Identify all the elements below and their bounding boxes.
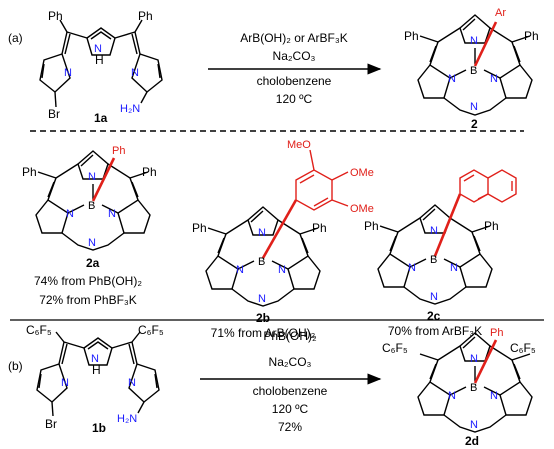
nh2-label-1a: H₂N bbox=[120, 103, 140, 115]
n-atom-2d-right: N bbox=[490, 390, 498, 402]
yield-2b: 71% from ArB(OH)₂ bbox=[211, 326, 316, 340]
ar-label-2: Ar bbox=[495, 7, 506, 19]
compound-1b-structure bbox=[36, 331, 160, 417]
reagent-b-2: Na₂CO₃ bbox=[269, 355, 312, 369]
reagent-a-4: 120 ºC bbox=[276, 92, 313, 106]
b-atom-2c: B bbox=[430, 254, 437, 266]
c6f5-label-1b-right: C₆F₅ bbox=[138, 323, 164, 337]
h-label-1b: H bbox=[92, 363, 101, 377]
compound-2-structure bbox=[417, 14, 533, 116]
b-atom-2d: B bbox=[470, 382, 477, 394]
n-atom-2b-top: N bbox=[258, 227, 266, 239]
n-atom-2-left: N bbox=[448, 73, 456, 85]
reagent-b-4: 120 ºC bbox=[272, 402, 309, 416]
n-atom-2c-bottom: N bbox=[430, 291, 438, 303]
n-atom-2c-left: N bbox=[408, 262, 416, 274]
phenyl-bond-2a bbox=[91, 157, 116, 202]
compound-1a-label: 1a bbox=[94, 111, 108, 125]
ph-label-2-left: Ph bbox=[404, 29, 419, 43]
ph-label-2c-left: Ph bbox=[364, 219, 379, 233]
reagent-a-3: cholobenzene bbox=[257, 74, 332, 88]
b-atom-2a: B bbox=[88, 200, 95, 212]
b-atom-2b: B bbox=[258, 256, 265, 268]
ph-label-1a-left: Ph bbox=[48, 9, 63, 23]
n-atom-2d-top: N bbox=[470, 353, 478, 365]
n-atom-2a-top: N bbox=[88, 171, 96, 183]
ph-label-2c-right: Ph bbox=[484, 219, 499, 233]
yield-2a-2: 72% from PhBF₃K bbox=[39, 293, 137, 307]
ph-label-2b-right: Ph bbox=[312, 221, 327, 235]
compound-1a-structure bbox=[39, 19, 163, 108]
compound-2a-label: 2a bbox=[86, 256, 100, 270]
reagent-b-3: cholobenzene bbox=[253, 384, 328, 398]
b-atom-2: B bbox=[470, 65, 477, 77]
ph-label-2d-boron: Ph bbox=[490, 327, 503, 339]
ph-label-2a-left: Ph bbox=[22, 165, 37, 179]
phenyl-bond-2d bbox=[473, 339, 498, 384]
naphthyl-ring-2c bbox=[459, 169, 517, 203]
c6f5-label-2d-left: C₆F₅ bbox=[382, 341, 408, 355]
n-atom-2a-bottom: N bbox=[88, 237, 96, 249]
n-atom-2b-left: N bbox=[236, 264, 244, 276]
naphthyl-bond-2c bbox=[433, 193, 462, 257]
dimethoxyphenyl-ring-2b bbox=[295, 149, 349, 211]
reagent-b-5: 72% bbox=[278, 420, 302, 434]
n-atom-1a-right: N bbox=[131, 67, 139, 79]
c6f5-label-2d-right: C₆F₅ bbox=[510, 341, 536, 355]
ph-label-1a-right: Ph bbox=[138, 9, 153, 23]
reagent-a-2: Na₂CO₃ bbox=[273, 49, 316, 63]
reagent-b-1: PhB(OH)₂ bbox=[263, 329, 317, 343]
yield-2c: 70% from ArBF₃K bbox=[388, 324, 482, 338]
n-atom-1b-center: N bbox=[91, 353, 99, 365]
compound-2b-structure bbox=[205, 206, 321, 307]
aryl-bond-2 bbox=[473, 21, 498, 67]
n-atom-1b-left: N bbox=[61, 377, 69, 389]
compound-1b-label: 1b bbox=[92, 421, 106, 435]
ph-label-2b-left: Ph bbox=[192, 221, 207, 235]
n-atom-2-bottom: N bbox=[470, 101, 478, 113]
yield-2a-1: 74% from PhB(OH)₂ bbox=[34, 274, 142, 288]
n-atom-2b-bottom: N bbox=[258, 293, 266, 305]
section-b-label: (b) bbox=[8, 359, 23, 373]
ph-label-2-right: Ph bbox=[524, 29, 539, 43]
compound-2b-label: 2b bbox=[256, 311, 270, 325]
compound-2c-label: 2c bbox=[427, 309, 441, 323]
ph-label-2a-right: Ph bbox=[142, 165, 157, 179]
nh2-label-1b: H₂N bbox=[117, 413, 137, 425]
compound-2d-label: 2d bbox=[465, 434, 479, 448]
br-label-1b: Br bbox=[45, 417, 57, 431]
n-atom-2d-bottom: N bbox=[470, 419, 478, 431]
n-atom-1b-right: N bbox=[128, 377, 136, 389]
ome-label-2b-1: OMe bbox=[350, 167, 374, 179]
meo-label-2b: MeO bbox=[287, 139, 311, 151]
n-atom-2a-left: N bbox=[66, 208, 74, 220]
h-label-1a: H bbox=[95, 53, 104, 67]
ph-label-2a-boron: Ph bbox=[112, 145, 125, 157]
n-atom-2c-right: N bbox=[450, 262, 458, 274]
n-atom-2d-left: N bbox=[448, 390, 456, 402]
n-atom-2c-top: N bbox=[430, 225, 438, 237]
aryl-bond-2b bbox=[261, 199, 298, 259]
n-atom-2b-right: N bbox=[278, 264, 286, 276]
br-label-1a: Br bbox=[48, 107, 60, 121]
n-atom-2a-right: N bbox=[108, 208, 116, 220]
n-atom-2-right: N bbox=[490, 73, 498, 85]
section-a-label: (a) bbox=[8, 31, 23, 45]
ome-label-2b-2: OMe bbox=[350, 203, 374, 215]
n-atom-1a-center: N bbox=[94, 43, 102, 55]
n-atom-2-top: N bbox=[470, 35, 478, 47]
n-atom-1a-left: N bbox=[64, 67, 72, 79]
compound-2-label: 2 bbox=[471, 117, 478, 131]
compound-2a-structure bbox=[35, 150, 151, 251]
c6f5-label-1b-left: C₆F₅ bbox=[26, 323, 52, 337]
reagent-a-1: ArB(OH)₂ or ArBF₃K bbox=[240, 31, 348, 45]
compound-2d-structure bbox=[417, 332, 533, 433]
